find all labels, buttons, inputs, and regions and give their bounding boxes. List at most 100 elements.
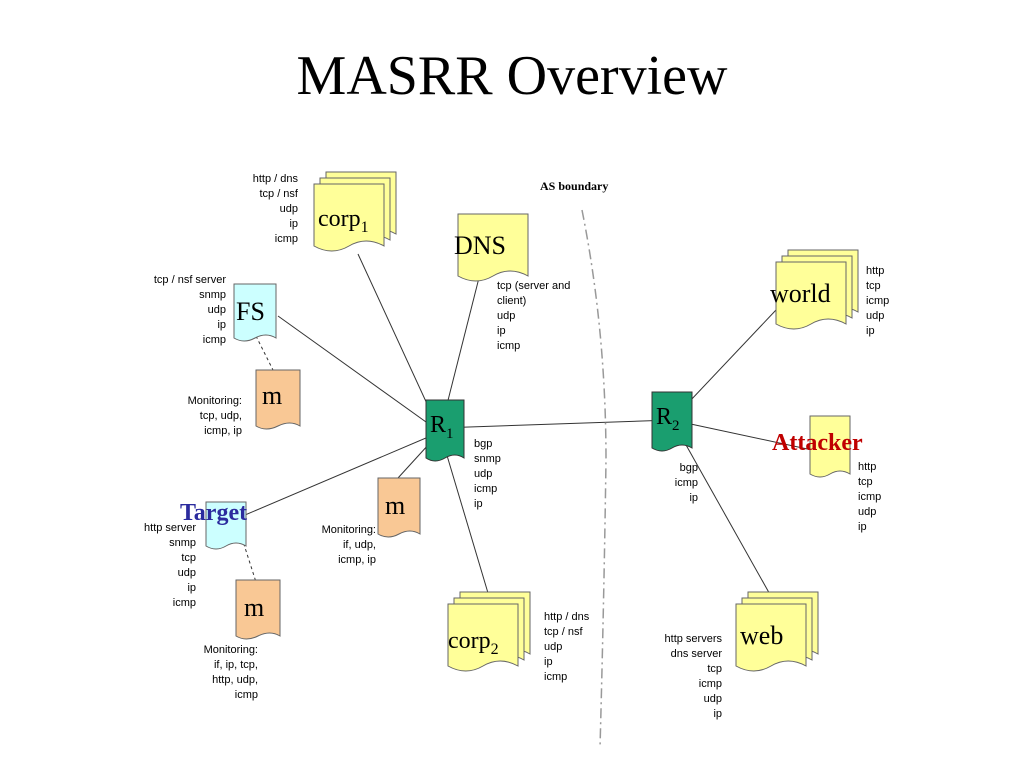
svg-text:tcp / nsf: tcp / nsf: [544, 626, 583, 638]
corp1-name: corp: [318, 206, 361, 232]
svg-text:udp: udp: [497, 310, 515, 322]
svg-text:Monitoring:: Monitoring:: [204, 644, 258, 656]
m2-node: m: [377, 477, 421, 538]
svg-text:http: http: [858, 461, 876, 473]
page-title: MASRR Overview: [296, 45, 728, 107]
target-node: Target: [180, 500, 247, 550]
svg-text:ip: ip: [289, 218, 298, 230]
corp1-node: corp1: [313, 171, 397, 252]
link-r2-attacker: [671, 419, 813, 451]
svg-text:http server: http server: [144, 522, 196, 534]
web-name: web: [740, 621, 783, 650]
r2-node: R2: [651, 391, 693, 452]
m3-protocols: Monitoring: if, ip, tcp, http, udp, icmp: [204, 644, 258, 701]
link-r1-corp2: [439, 431, 489, 594]
dns-name: DNS: [454, 231, 506, 260]
svg-text:udp: udp: [474, 468, 492, 480]
svg-text:ip: ip: [187, 582, 196, 594]
link-r1-fs: [277, 315, 441, 433]
web-protocols: http servers dns server tcp icmp udp ip: [665, 633, 723, 720]
svg-text:tcp: tcp: [707, 663, 722, 675]
svg-text:ip: ip: [217, 319, 226, 331]
svg-text:if, ip, tcp,: if, ip, tcp,: [214, 659, 258, 671]
svg-text:tcp / nsf: tcp / nsf: [259, 188, 298, 200]
m2-name: m: [385, 491, 405, 520]
svg-text:Monitoring:: Monitoring:: [322, 524, 376, 536]
as-boundary-line: [581, 209, 607, 749]
svg-text:tcp (server and: tcp (server and: [497, 280, 570, 292]
svg-text:udp: udp: [704, 693, 722, 705]
corp2-protocols: http / dns tcp / nsf udp ip icmp: [544, 611, 590, 683]
r1-node: R1: [425, 399, 465, 462]
m1-protocols: Monitoring: tcp, udp, icmp, ip: [188, 395, 242, 437]
svg-text:ip: ip: [544, 656, 553, 668]
target-protocols: http server snmp tcp udp ip icmp: [144, 522, 196, 609]
r2-sub: 2: [672, 418, 680, 434]
svg-text:udp: udp: [858, 506, 876, 518]
svg-text:snmp: snmp: [199, 289, 226, 301]
svg-text:snmp: snmp: [169, 537, 196, 549]
as-boundary-label: AS boundary: [540, 179, 608, 193]
svg-text:bgp: bgp: [474, 438, 492, 450]
fs-name: FS: [236, 297, 265, 326]
svg-text:icmp: icmp: [675, 477, 698, 489]
dns-node: DNS: [454, 213, 529, 282]
m1-name: m: [262, 381, 282, 410]
attacker-node: Attacker: [772, 415, 863, 478]
fs-protocols: tcp / nsf server snmp udp ip icmp: [154, 274, 226, 346]
svg-text:tcp: tcp: [181, 552, 196, 564]
web-node: web: [735, 591, 819, 672]
corp1-protocols: http / dns tcp / nsf udp ip icmp: [253, 173, 299, 245]
svg-text:R1: R1: [430, 412, 454, 442]
svg-text:ip: ip: [858, 521, 867, 533]
corp2-name: corp: [448, 628, 491, 654]
svg-text:ip: ip: [866, 325, 875, 337]
link-r1-target: [237, 431, 441, 519]
svg-text:icmp: icmp: [699, 678, 722, 690]
dns-protocols: tcp (server and client) udp ip icmp: [497, 280, 570, 352]
svg-text:R2: R2: [656, 404, 680, 434]
corp2-node: corp2: [447, 591, 531, 672]
svg-text:icmp: icmp: [173, 597, 196, 609]
svg-text:icmp: icmp: [497, 340, 520, 352]
svg-text:tcp: tcp: [858, 476, 873, 488]
svg-text:http / dns: http / dns: [544, 611, 590, 623]
world-node: world: [770, 249, 859, 330]
svg-text:ip: ip: [689, 492, 698, 504]
svg-text:if, udp,: if, udp,: [343, 539, 376, 551]
svg-text:icmp: icmp: [866, 295, 889, 307]
link-fs-m1: [255, 335, 275, 373]
svg-text:client): client): [497, 295, 526, 307]
r1-sub: 1: [446, 426, 454, 442]
svg-text:corp2: corp2: [448, 628, 499, 658]
svg-text:bgp: bgp: [680, 462, 698, 474]
svg-text:icmp: icmp: [474, 483, 497, 495]
svg-text:http: http: [866, 265, 884, 277]
corp1-sub: 1: [361, 219, 369, 236]
svg-text:tcp: tcp: [866, 280, 881, 292]
svg-text:icmp: icmp: [235, 689, 258, 701]
r2-protocols: bgp icmp ip: [675, 462, 698, 504]
svg-text:udp: udp: [178, 567, 196, 579]
m2-protocols: Monitoring: if, udp, icmp, ip: [322, 524, 376, 566]
svg-text:icmp: icmp: [203, 334, 226, 346]
attacker-name: Attacker: [772, 430, 863, 456]
svg-text:corp1: corp1: [318, 206, 369, 236]
svg-text:tcp / nsf server: tcp / nsf server: [154, 274, 226, 286]
attacker-protocols: http tcp icmp udp ip: [858, 461, 881, 533]
svg-text:Monitoring:: Monitoring:: [188, 395, 242, 407]
svg-text:udp: udp: [280, 203, 298, 215]
svg-text:icmp, ip: icmp, ip: [338, 554, 376, 566]
svg-text:udp: udp: [544, 641, 562, 653]
svg-text:http / dns: http / dns: [253, 173, 299, 185]
link-r1-r2: [439, 419, 673, 429]
svg-text:icmp, ip: icmp, ip: [204, 425, 242, 437]
svg-text:ip: ip: [713, 708, 722, 720]
svg-text:udp: udp: [208, 304, 226, 316]
svg-text:dns server: dns server: [671, 648, 723, 660]
svg-text:http, udp,: http, udp,: [212, 674, 258, 686]
fs-node: FS: [233, 283, 277, 342]
svg-text:udp: udp: [866, 310, 884, 322]
svg-text:icmp: icmp: [275, 233, 298, 245]
r1-protocols: bgp snmp udp icmp ip: [474, 438, 501, 510]
